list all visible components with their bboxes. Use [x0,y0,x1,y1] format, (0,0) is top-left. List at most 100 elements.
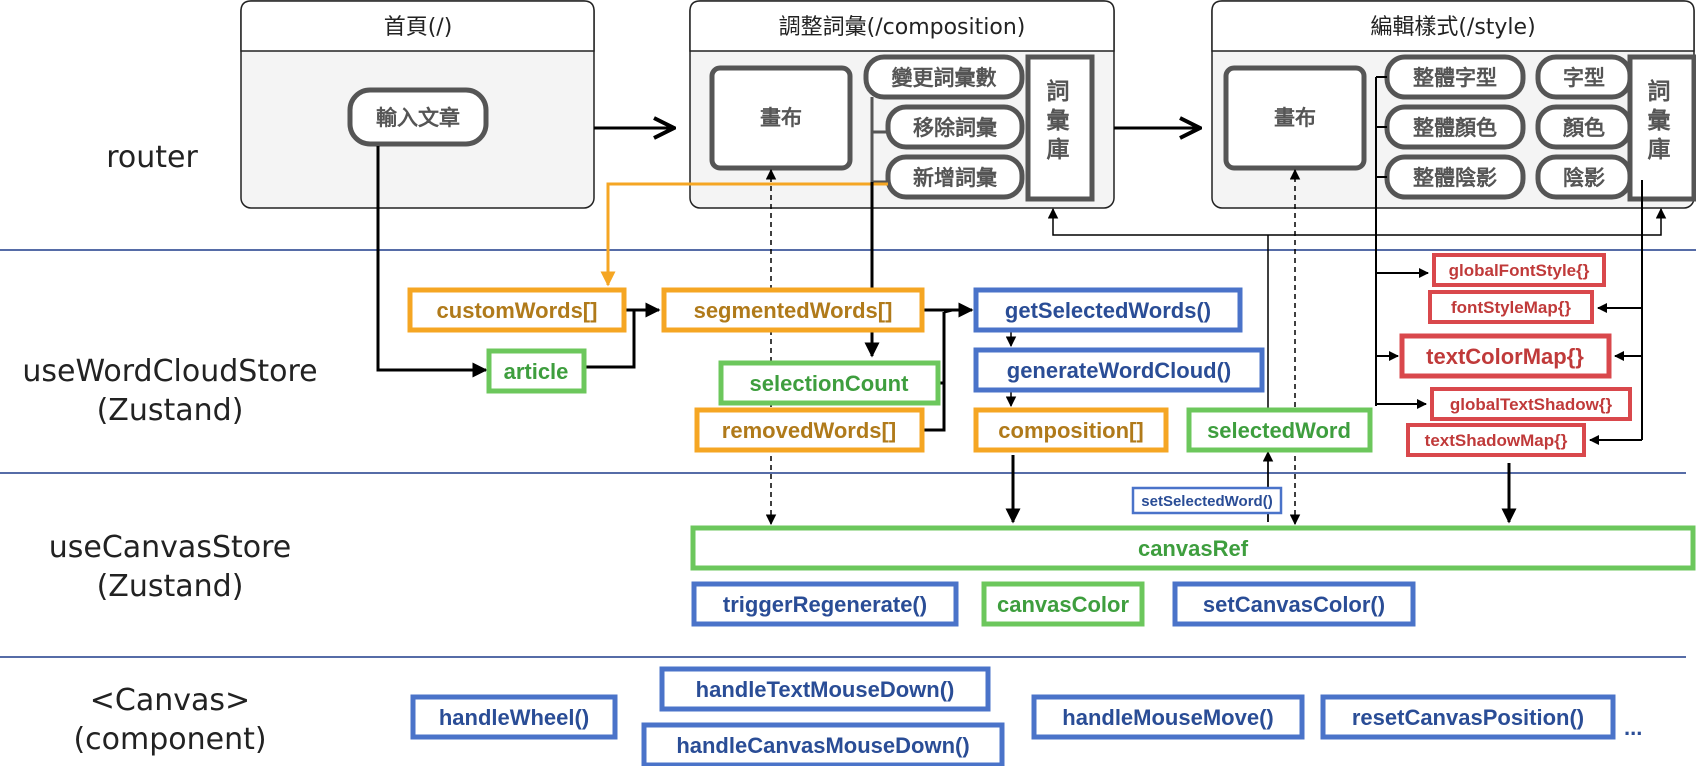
add-words-button[interactable] [885,154,1025,200]
row-label-canvas-store-sub: (Zustand) [97,569,244,604]
node-customwords[interactable] [407,287,627,333]
remove-words-button[interactable] [885,104,1025,150]
shadow-label: 陰影 [1563,166,1605,190]
shadow-button[interactable] [1535,154,1633,200]
node-segmentedwords-label: segmentedWords[] [694,298,893,323]
node-removedwords[interactable] [694,407,925,453]
node-handlecanvasmousedown[interactable] [641,722,1005,766]
page-style: 編輯樣式(/style) 畫布 詞 彙 庫 整體字型 整體顏色 整體陰影 字型 … [1211,0,1696,209]
page-home-title: 首頁(/) [384,15,453,40]
page-home-header [240,0,595,52]
page-home: 首頁(/) 輸入文章 [240,0,595,209]
font-label: 字型 [1563,66,1605,90]
node-handlemousemove[interactable] [1031,694,1305,740]
node-getselectedwords-label: getSelectedWords() [1005,298,1211,323]
node-globaltextshadow[interactable] [1430,387,1632,421]
node-handletextmousedown-label: handleTextMouseDown() [696,677,955,702]
node-article-label: article [504,359,569,384]
node-handlewheel-label: handleWheel() [439,705,589,730]
node-segmentedwords[interactable] [661,287,925,333]
node-customwords-label: customWords[] [437,298,598,323]
node-selectioncount[interactable] [718,360,941,406]
canvas-store-nodes: setSelectedWord() canvasRef triggerRegen… [690,486,1696,627]
style-library-char-3: 庫 [1648,136,1671,163]
row-label-router: router [106,140,198,175]
node-triggerregenerate-label: triggerRegenerate() [723,592,927,617]
composition-library-char-1: 詞 [1047,78,1070,105]
font-button[interactable] [1535,54,1633,100]
node-handletextmousedown[interactable] [659,666,991,712]
canvas-component-nodes: handleWheel() handleTextMouseDown() hand… [410,666,1642,766]
node-textshadowmap-label: textShadowMap{} [1425,431,1568,450]
add-words-label: 新增詞彙 [913,166,998,190]
remove-words-label: 移除詞彙 [913,116,998,140]
composition-canvas-label: 畫布 [760,106,802,130]
more-handlers-ellipsis: ... [1624,715,1642,740]
global-font-label: 整體字型 [1413,66,1497,90]
global-color-label: 整體顏色 [1413,116,1497,140]
node-setcanvascolor[interactable] [1172,581,1416,627]
row-labels: router useWordCloudStore (Zustand) useCa… [22,140,317,757]
global-shadow-label: 整體陰影 [1413,166,1497,190]
page-style-title: 編輯樣式(/style) [1370,15,1535,40]
word-cloud-store-nodes: customWords[] article segmentedWords[] s… [407,253,1632,457]
node-resetcanvasposition[interactable] [1320,694,1616,740]
node-triggerregenerate[interactable] [691,581,959,627]
node-setcanvascolor-label: setCanvasColor() [1203,592,1385,617]
page-composition: 調整詞彙(/composition) 畫布 詞 彙 庫 變更詞彙數 移除詞彙 新… [689,0,1115,209]
node-textshadowmap[interactable] [1406,423,1586,457]
row-label-word-store-sub: (Zustand) [97,393,244,428]
node-generatewordcloud[interactable] [973,347,1265,393]
node-resetcanvasposition-label: resetCanvasPosition() [1352,705,1584,730]
style-word-library[interactable] [1627,54,1696,202]
node-setselectedword-label: setSelectedWord() [1141,493,1272,510]
node-handlecanvasmousedown-label: handleCanvasMouseDown() [676,733,969,758]
node-selectioncount-label: selectionCount [750,371,910,396]
row-dividers [0,249,1696,658]
style-library-char-2: 彙 [1648,108,1672,134]
node-fontstylemap[interactable] [1428,290,1594,324]
page-composition-header [689,0,1115,52]
page-style-header [1211,0,1695,52]
style-library-char-1: 詞 [1648,78,1671,105]
change-word-count-button[interactable] [863,54,1025,100]
node-globalfontstyle[interactable] [1432,253,1606,287]
node-article[interactable] [486,348,587,394]
node-canvasref-label: canvasRef [1138,536,1249,561]
node-getselectedwords[interactable] [973,287,1243,333]
node-fontstylemap-label: fontStyleMap{} [1451,298,1571,317]
color-label: 顏色 [1563,116,1605,140]
style-canvas[interactable] [1223,65,1367,171]
composition-library-char-3: 庫 [1047,136,1070,163]
input-article-button[interactable] [347,87,489,147]
node-composition-label: composition[] [998,418,1143,443]
input-article-label: 輸入文章 [376,106,460,130]
page-composition-title: 調整詞彙(/composition) [779,15,1026,40]
row-label-canvas-store: useCanvasStore [49,530,292,565]
connector-add-to-customwords [600,182,888,287]
node-selectedword-label: selectedWord [1207,418,1351,443]
node-composition[interactable] [973,407,1169,453]
color-button[interactable] [1535,104,1633,150]
row-label-canvas-comp-sub: (component) [73,722,266,757]
composition-canvas[interactable] [709,65,853,171]
row-label-word-store: useWordCloudStore [22,354,317,389]
composition-library-char-2: 彙 [1047,108,1071,134]
row-label-canvas-comp: <Canvas> [90,683,250,718]
node-textcolormap[interactable] [1399,333,1612,379]
node-removedwords-label: removedWords[] [722,418,896,443]
node-handlemousemove-label: handleMouseMove() [1062,705,1273,730]
connector-to-style-library [1268,207,1667,236]
node-selectedword[interactable] [1186,407,1373,453]
node-handlewheel[interactable] [410,694,618,740]
connector-article-to-segmented [584,302,661,369]
node-canvasref[interactable] [690,525,1696,571]
connector-to-composition-library [1047,207,1268,236]
node-setselectedword[interactable] [1131,486,1283,515]
node-canvascolor[interactable] [981,581,1145,627]
node-globaltextshadow-label: globalTextShadow{} [1450,395,1613,414]
connector-input-to-article [376,146,488,378]
node-generatewordcloud-label: generateWordCloud() [1007,358,1231,383]
composition-word-library[interactable] [1025,54,1095,202]
